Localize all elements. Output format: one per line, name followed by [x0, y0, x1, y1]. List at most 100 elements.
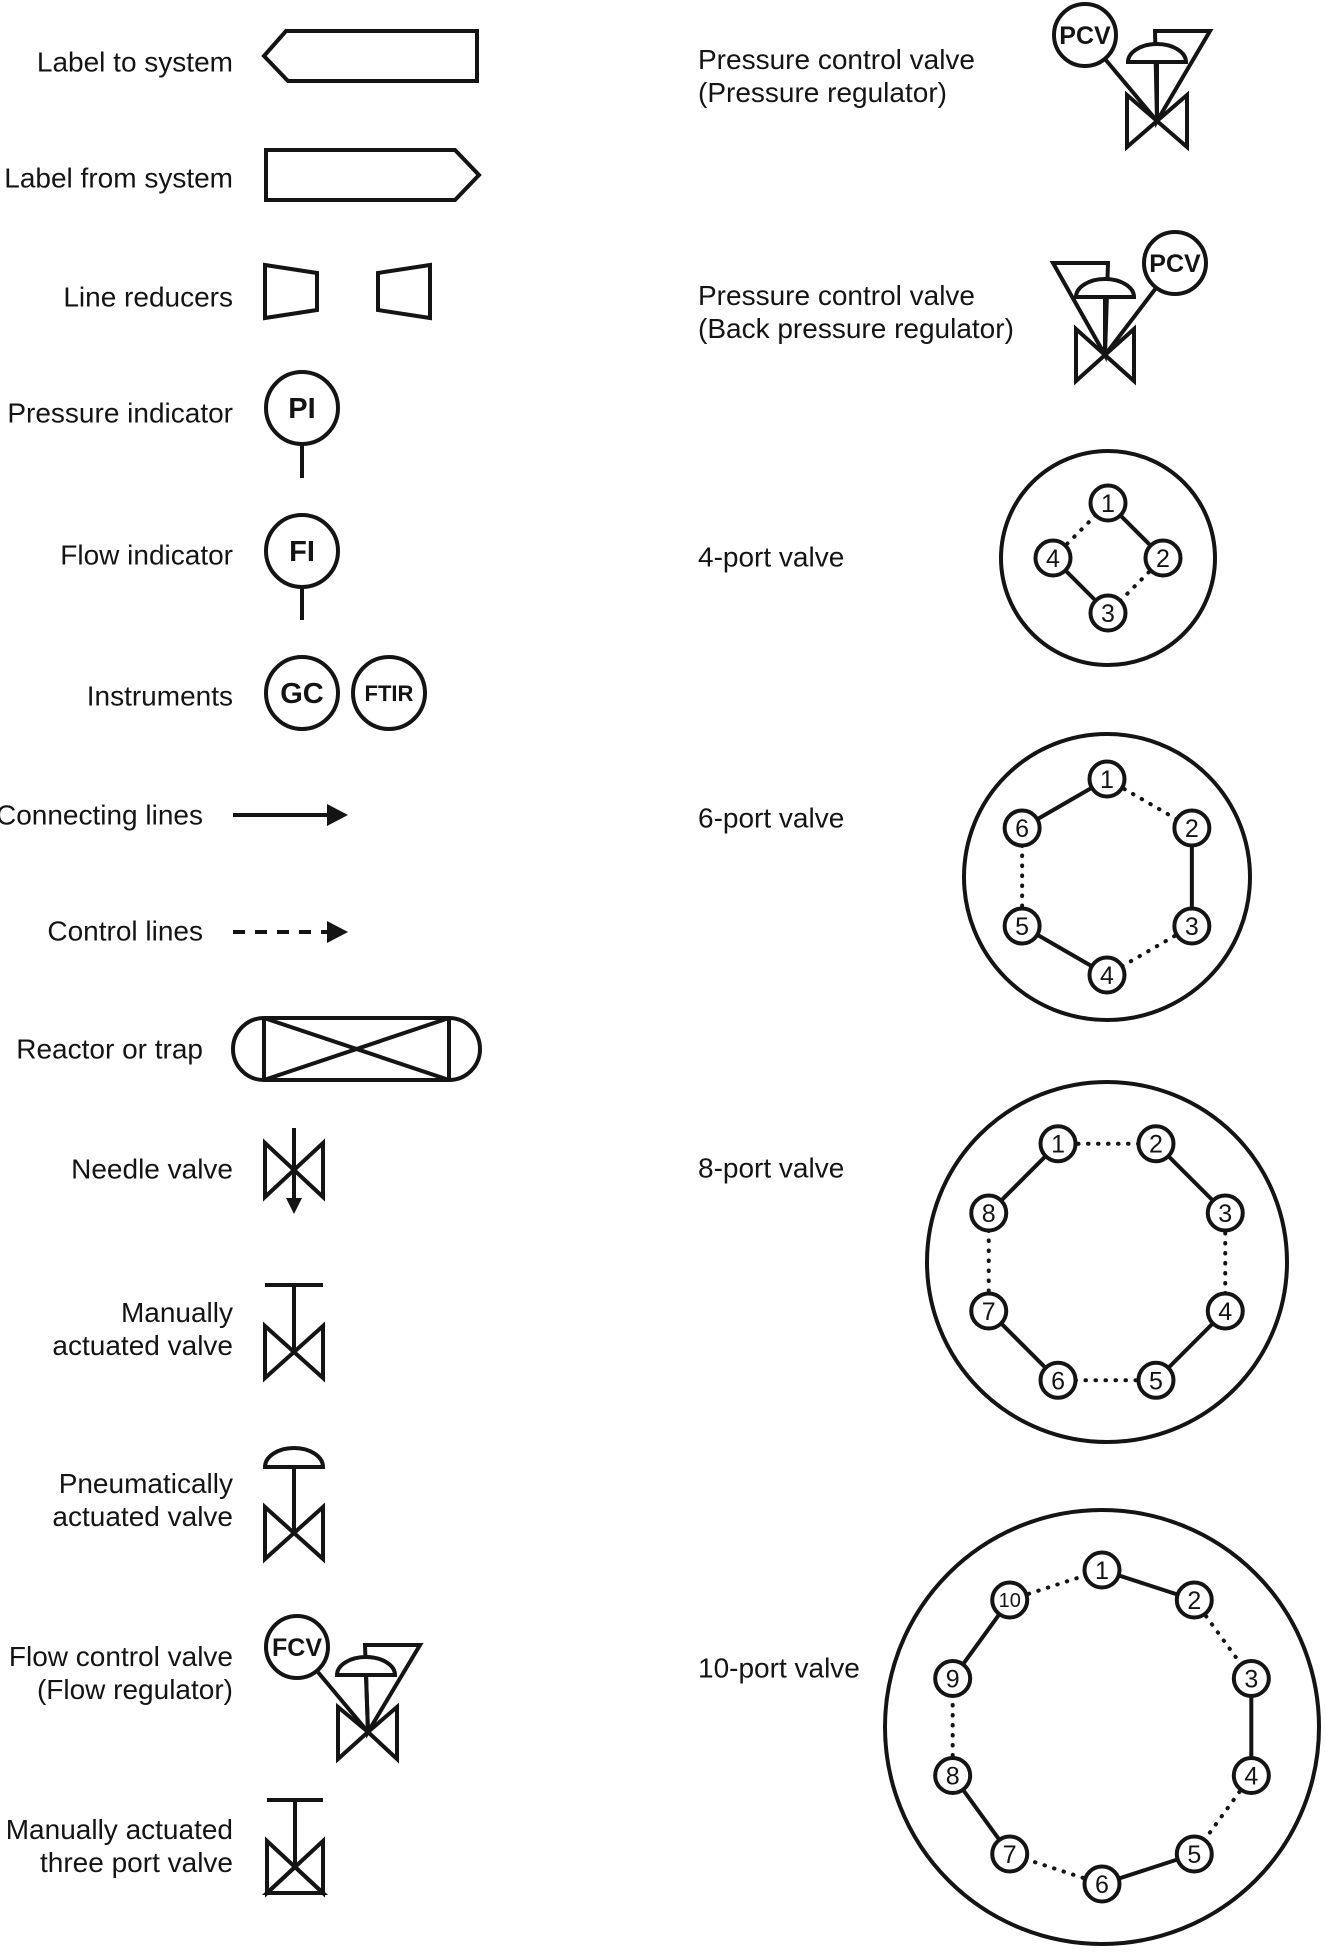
port-circle: [1205, 1193, 1245, 1233]
line-reducer-right-symbol: [376, 262, 432, 321]
port-circle: [1172, 906, 1212, 946]
label-label-to-system: Label to system: [36, 46, 233, 78]
label-8-port-valve: 8-port valve: [698, 1152, 845, 1184]
manually-actuated-valve-symbol: [263, 1283, 325, 1383]
label-back-pressure-control-valve: Pressure control valve (Back pressure re…: [698, 280, 1014, 344]
port-circle: [1038, 1360, 1078, 1400]
port-circle: [1174, 1580, 1214, 1620]
port-circle: [1002, 906, 1042, 946]
label-three-port-valve: Manually actuated three port valve: [5, 1814, 233, 1878]
pressure-control-valve-symbol: PCV: [1052, 2, 1214, 152]
port-number: 1: [1101, 490, 1115, 518]
eight-port-valve-symbol: 1 2 3 4 5 6 7 8: [925, 1080, 1289, 1444]
port-number: 4: [1244, 1763, 1258, 1791]
pressure-indicator-tag: PI: [288, 393, 315, 425]
port-circle: [1172, 808, 1212, 848]
port-circle: [1136, 1360, 1176, 1400]
port-circle: [1002, 808, 1042, 848]
port-number: 4: [1218, 1298, 1232, 1326]
port-number: 8: [946, 1763, 960, 1791]
port-circle: [1205, 1291, 1245, 1331]
port-circle: [1087, 955, 1127, 995]
port-connection-dotted: [1106, 556, 1165, 615]
label-to-system-symbol: [261, 29, 479, 83]
port-circle: [969, 1193, 1009, 1233]
port-number: 3: [1244, 1665, 1258, 1693]
port-circle: [1088, 483, 1128, 523]
port-number: 1: [1051, 1131, 1065, 1159]
flow-indicator-symbol: FI: [264, 513, 340, 620]
port-number: 2: [1185, 815, 1199, 843]
port-number: 5: [1149, 1367, 1163, 1395]
label-6-port-valve: 6-port valve: [698, 802, 845, 834]
port-number: 4: [1046, 545, 1060, 573]
port-valve-body-circle: [925, 1080, 1289, 1444]
port-number: 9: [946, 1665, 960, 1693]
port-circle: [990, 1834, 1030, 1874]
port-circle: [1082, 1864, 1122, 1904]
port-number: 2: [1187, 1587, 1201, 1615]
port-number: 4: [1100, 962, 1114, 990]
port-number: 6: [1015, 815, 1029, 843]
label-flow-control-valve: Flow control valve (Flow regulator): [8, 1641, 233, 1705]
back-pressure-control-valve-symbol: PCV: [1049, 230, 1208, 386]
port-number: 2: [1149, 1131, 1163, 1159]
label-needle-valve: Needle valve: [71, 1153, 233, 1185]
port-number: 10: [999, 1590, 1021, 1612]
port-circle: [990, 1580, 1030, 1620]
port-number: 8: [982, 1200, 996, 1228]
label-label-from-system: Label from system: [4, 162, 233, 194]
port-number: 7: [1003, 1841, 1017, 1869]
port-valve-body-circle: [999, 449, 1217, 667]
port-circle: [1231, 1756, 1271, 1796]
pressure-indicator-symbol: PI: [264, 370, 340, 478]
gc-instrument-tag: GC: [280, 678, 324, 710]
port-number: 3: [1101, 600, 1115, 628]
port-number: 6: [1051, 1367, 1065, 1395]
label-instruments: Instruments: [86, 680, 233, 712]
port-number: 6: [1095, 1871, 1109, 1899]
reactor-or-trap-symbol: [231, 1016, 482, 1082]
port-circle: [933, 1658, 973, 1698]
port-number: 1: [1095, 1557, 1109, 1585]
pcv-back-tag: PCV: [1149, 250, 1201, 278]
port-valve-body-circle: [883, 1508, 1321, 1946]
port-number: 5: [1187, 1841, 1201, 1869]
label-connecting-lines: Connecting lines: [0, 799, 203, 831]
flow-indicator-tag: FI: [289, 536, 315, 568]
label-line-reducers: Line reducers: [63, 281, 233, 313]
ten-port-valve-symbol: 1 2 3 4 5 6 7 8 9 10: [883, 1508, 1321, 1946]
port-circle: [1038, 1124, 1078, 1164]
label-4-port-valve: 4-port valve: [698, 541, 845, 573]
flow-control-valve-symbol: FCV: [264, 1614, 424, 1764]
port-number: 3: [1218, 1200, 1232, 1228]
port-number: 7: [982, 1298, 996, 1326]
label-flow-indicator: Flow indicator: [60, 539, 233, 571]
needle-valve-symbol: [263, 1128, 325, 1214]
port-connection-dotted: [1051, 501, 1110, 560]
port-circle: [1143, 538, 1183, 578]
line-reducer-left-symbol: [263, 262, 319, 321]
control-line-symbol: [233, 921, 348, 943]
port-circle: [933, 1756, 973, 1796]
pcv-tag: PCV: [1059, 22, 1111, 50]
ftir-instrument-tag: FTIR: [365, 681, 414, 706]
port-number: 1: [1100, 766, 1114, 794]
label-control-lines: Control lines: [47, 915, 203, 947]
port-circle: [1088, 593, 1128, 633]
port-circle: [969, 1291, 1009, 1331]
port-circle: [1174, 1834, 1214, 1874]
label-pressure-indicator: Pressure indicator: [7, 397, 233, 429]
port-number: 3: [1185, 913, 1199, 941]
label-pressure-control-valve: Pressure control valve (Pressure regulat…: [698, 44, 976, 108]
pneumatically-actuated-valve-symbol: [262, 1446, 326, 1564]
connecting-line-symbol: [233, 804, 348, 826]
three-port-valve-symbol: [261, 1798, 329, 1898]
port-circle: [1231, 1658, 1271, 1698]
port-circle: [1082, 1550, 1122, 1590]
instruments-symbol: GC FTIR: [264, 655, 427, 731]
